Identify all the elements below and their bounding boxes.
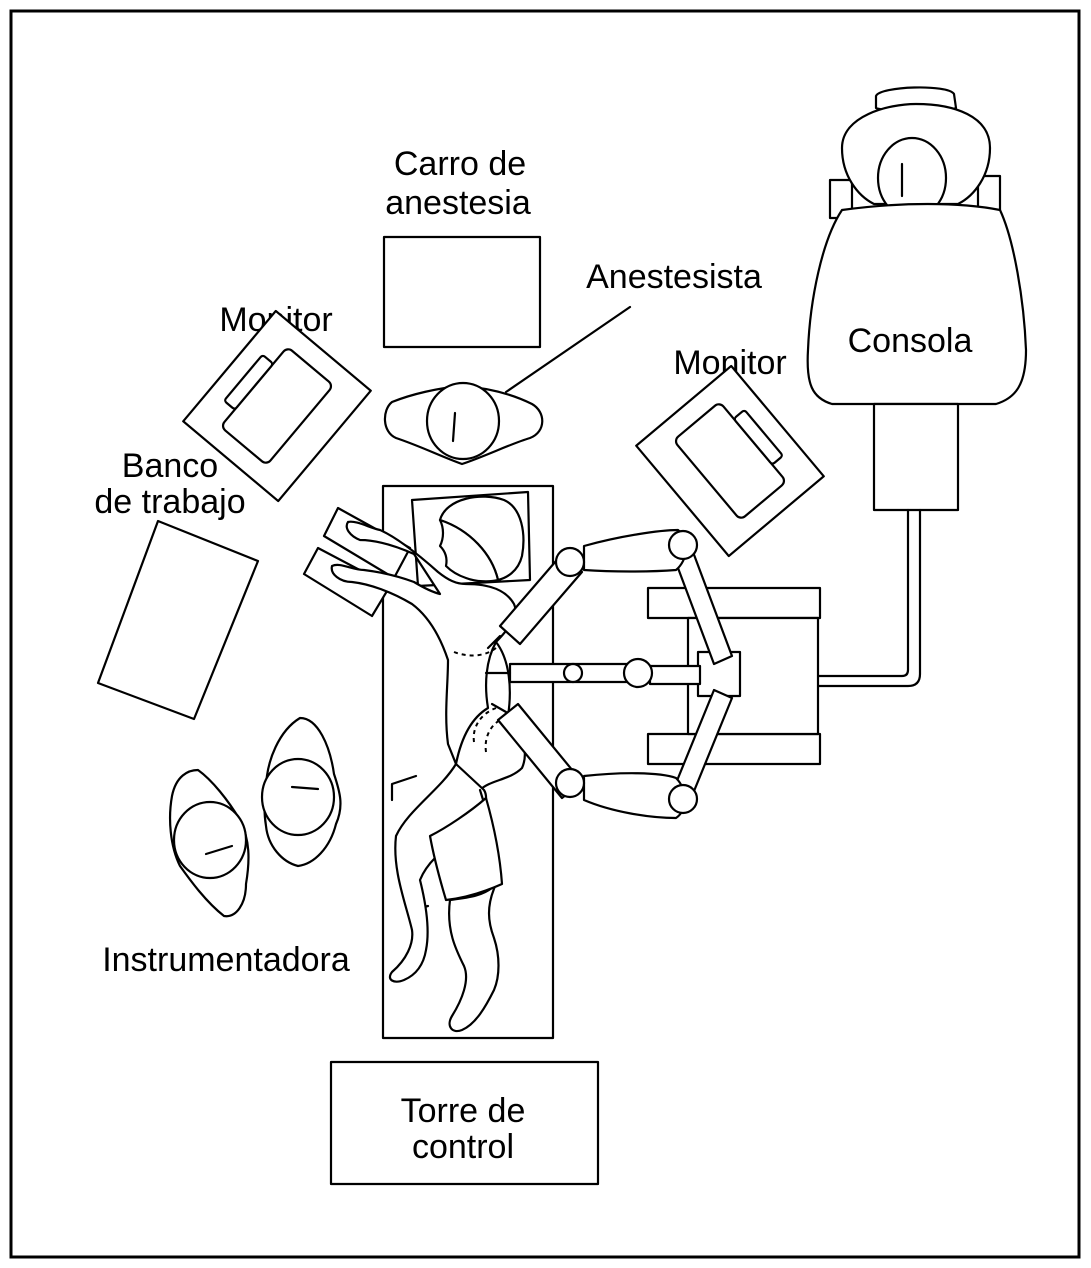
robot-patient-cart (484, 528, 822, 820)
monitor-right (635, 364, 825, 558)
anesthesia-cart-label-line2: anestesia (385, 184, 531, 222)
workbench-label-line2: de trabajo (94, 483, 245, 521)
anesthesia-cart-label-line1: Carro de (394, 145, 526, 183)
console-label: Consola (848, 322, 973, 360)
control-tower (329, 1060, 600, 1186)
control-tower-label-line1: Torre de (401, 1092, 526, 1130)
diagram-frame (9, 9, 1081, 1259)
control-tower-label-line2: control (412, 1128, 514, 1166)
anesthetist-leader-line (504, 305, 632, 394)
console (806, 86, 1028, 688)
scrub-nurse-2 (168, 768, 250, 918)
patient-figure (302, 490, 532, 1033)
anesthetist-label: Anestesista (586, 258, 762, 296)
scrub-nurse-1 (260, 716, 342, 868)
anesthetist-figure (383, 381, 544, 466)
workbench-label-line1: Banco (122, 447, 218, 485)
workbench (96, 519, 260, 721)
anesthesia-cart (382, 235, 542, 349)
scrub-nurse-label: Instrumentadora (102, 941, 350, 979)
monitor-left (182, 309, 372, 503)
